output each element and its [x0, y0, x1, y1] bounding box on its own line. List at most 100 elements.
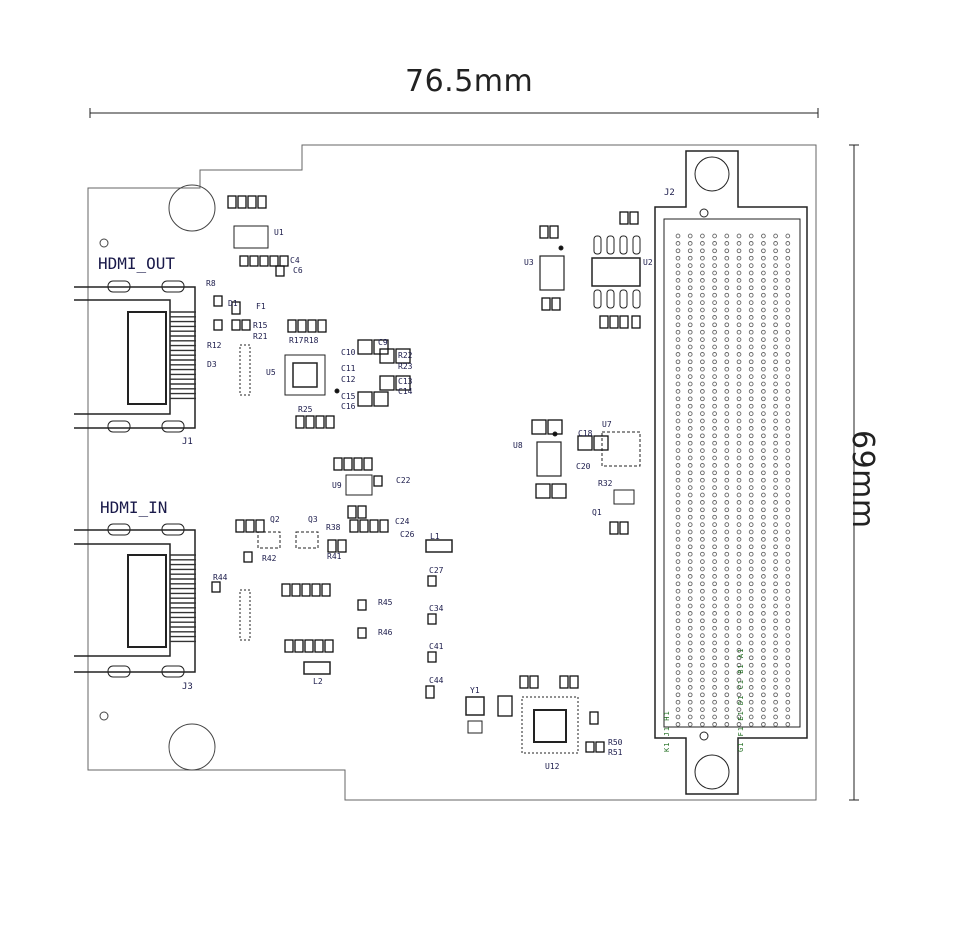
j2-pin [736, 285, 742, 291]
mounting-hole-bottom-left [168, 723, 216, 771]
j2-pin [700, 241, 705, 246]
j2-pin [748, 411, 754, 416]
q2-transistor [257, 531, 281, 549]
j2-pin [712, 440, 717, 446]
j2-pin [773, 485, 778, 490]
j2-pin [785, 263, 791, 268]
j2-pin [785, 574, 791, 579]
j2-pin [700, 411, 705, 416]
j2-pin [700, 337, 705, 342]
j2-pin [675, 625, 681, 631]
pad [541, 297, 551, 311]
j2-pin [761, 359, 766, 365]
j2-pin [785, 603, 791, 609]
j2-pin [785, 692, 791, 698]
j2-pin [700, 566, 705, 572]
c10-label: C10 [341, 348, 356, 357]
j2-pin [675, 566, 681, 572]
j2-pin [785, 448, 791, 453]
j2-pin [687, 337, 693, 342]
j2-pin [748, 455, 754, 461]
pad [231, 301, 241, 315]
r18-label: R18 [304, 336, 319, 345]
j2-pin [700, 722, 705, 727]
r22-label: R22 [398, 351, 413, 360]
j2-pin [675, 344, 681, 350]
j2-pin [785, 618, 791, 624]
j2-pin [687, 381, 693, 387]
j2-pin [687, 551, 693, 557]
j2-pin [761, 270, 766, 276]
j2-pin [773, 611, 778, 616]
j2-pin [724, 329, 730, 335]
j2-pin [712, 411, 717, 416]
j2-pin [712, 366, 717, 372]
j2-pin [748, 581, 754, 587]
j2-pin [700, 426, 705, 431]
j2-pin [687, 699, 693, 705]
j2-pin [712, 278, 717, 283]
j2-pin [761, 633, 766, 638]
j2-pin [785, 514, 791, 520]
j2-pin [736, 522, 742, 527]
j2-pin [724, 418, 730, 424]
j2-pin [736, 263, 742, 268]
j2-pin [700, 255, 705, 261]
j2-pin [773, 411, 778, 416]
j2-pin [687, 352, 693, 357]
j2-pin [761, 581, 766, 587]
c27-label: C27 [429, 566, 444, 575]
j2-pin [736, 448, 742, 453]
j2-pin [712, 662, 717, 668]
j2-pin [785, 389, 791, 394]
j2-pin [736, 307, 742, 313]
j2-pin [712, 551, 717, 557]
j2-pin [675, 699, 681, 705]
j2-pin [748, 537, 754, 542]
j2-pin [761, 403, 766, 409]
j2-pin [773, 285, 778, 291]
j2-pin [724, 537, 730, 542]
width-dimension-label: 76.5mm [405, 64, 534, 99]
j2-pin [748, 551, 754, 557]
j2-pin [748, 285, 754, 291]
j2-pin [724, 677, 730, 683]
j2-pin [724, 633, 730, 638]
j2-pin [687, 315, 693, 320]
j2-pin [712, 285, 717, 291]
pad [301, 583, 311, 597]
j2-pin [700, 485, 705, 490]
j2-pin [712, 581, 717, 587]
j2-pin [712, 248, 717, 254]
j2-pin [736, 352, 742, 357]
j2-pin [748, 433, 754, 439]
j2-pin [712, 529, 717, 535]
j2-pin [712, 477, 717, 483]
j2-pin [761, 714, 766, 720]
j2-pin [687, 537, 693, 542]
j2-pin [761, 692, 766, 698]
j2-pin [773, 352, 778, 357]
j2-pin [712, 692, 717, 698]
j2-pin [785, 352, 791, 357]
pad [359, 519, 369, 533]
j2-pin [712, 233, 717, 239]
j2-pin [700, 633, 705, 638]
j2-pin [761, 611, 766, 616]
height-dimension-label: 69mm [845, 430, 880, 529]
j2-pin [736, 477, 742, 483]
j2-pin [724, 292, 730, 298]
j2-pin [748, 248, 754, 254]
pad [595, 741, 605, 753]
j2-pin [687, 596, 693, 601]
j2-pin [736, 463, 742, 468]
j2-pin [700, 329, 705, 335]
r45-label: R45 [378, 598, 393, 607]
j2-pin [724, 566, 730, 572]
pad [373, 339, 389, 355]
j2-pin [687, 633, 693, 638]
j2-pin [748, 278, 754, 283]
j2-pin [687, 329, 693, 335]
j2-pin [748, 655, 754, 661]
